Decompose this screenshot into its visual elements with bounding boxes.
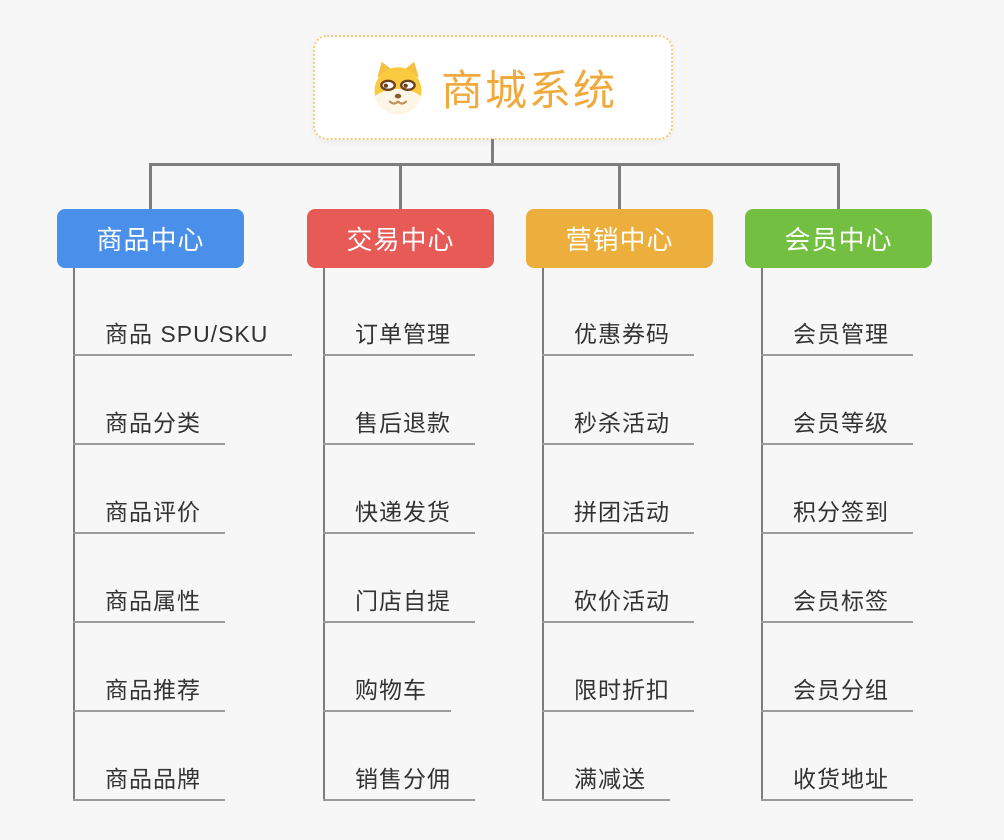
leaf-node[interactable]: 快递发货 <box>323 497 475 534</box>
leaf-node[interactable]: 商品 SPU/SKU <box>73 319 293 356</box>
branch-node-marketing-center[interactable]: 营销中心 <box>526 209 713 268</box>
root-node-mall-system[interactable]: 商城系统 <box>313 35 673 140</box>
connector-root-stem <box>491 139 494 164</box>
branch-node-product-center[interactable]: 商品中心 <box>57 209 244 268</box>
leaf-node[interactable]: 收货地址 <box>761 764 913 801</box>
leaf-node[interactable]: 门店自提 <box>323 586 475 623</box>
connector-trunk <box>542 268 544 801</box>
branch-items-trade-center: 订单管理 售后退款 快递发货 门店自提 购物车 销售分佣 <box>323 268 563 808</box>
leaf-node[interactable]: 订单管理 <box>323 319 475 356</box>
leaf-node[interactable]: 会员等级 <box>761 408 913 445</box>
leaf-node[interactable]: 满减送 <box>542 764 670 801</box>
leaf-node[interactable]: 秒杀活动 <box>542 408 694 445</box>
leaf-node[interactable]: 拼团活动 <box>542 497 694 534</box>
leaf-node[interactable]: 商品属性 <box>73 586 225 623</box>
branch-items-marketing-center: 优惠券码 秒杀活动 拼团活动 砍价活动 限时折扣 满减送 <box>542 268 782 808</box>
leaf-node[interactable]: 售后退款 <box>323 408 475 445</box>
leaf-node[interactable]: 商品评价 <box>73 497 225 534</box>
dog-face-icon <box>369 61 427 115</box>
branch-node-trade-center[interactable]: 交易中心 <box>307 209 494 268</box>
connector-trunk <box>73 268 75 801</box>
leaf-node[interactable]: 限时折扣 <box>542 675 694 712</box>
connector-drop <box>618 165 621 210</box>
connector-drop <box>837 165 840 210</box>
branch-node-member-center[interactable]: 会员中心 <box>745 209 932 268</box>
connector-trunk <box>761 268 763 801</box>
leaf-node[interactable]: 购物车 <box>323 675 451 712</box>
root-title: 商城系统 <box>440 67 617 114</box>
leaf-node[interactable]: 商品分类 <box>73 408 225 445</box>
leaf-node[interactable]: 优惠券码 <box>542 319 694 356</box>
branch-items-product-center: 商品 SPU/SKU 商品分类 商品评价 商品属性 商品推荐 商品品牌 <box>73 268 313 808</box>
leaf-node[interactable]: 商品推荐 <box>73 675 225 712</box>
leaf-node[interactable]: 会员标签 <box>761 586 913 623</box>
branch-items-member-center: 会员管理 会员等级 积分签到 会员标签 会员分组 收货地址 <box>761 268 1001 808</box>
leaf-node[interactable]: 会员分组 <box>761 675 913 712</box>
leaf-node[interactable]: 商品品牌 <box>73 764 225 801</box>
connector-bus <box>149 163 840 166</box>
leaf-node[interactable]: 会员管理 <box>761 319 913 356</box>
connector-trunk <box>323 268 325 801</box>
leaf-node[interactable]: 砍价活动 <box>542 586 694 623</box>
connector-drop <box>149 165 152 210</box>
leaf-node[interactable]: 销售分佣 <box>323 764 475 801</box>
connector-drop <box>399 165 402 210</box>
leaf-node[interactable]: 积分签到 <box>761 497 913 534</box>
